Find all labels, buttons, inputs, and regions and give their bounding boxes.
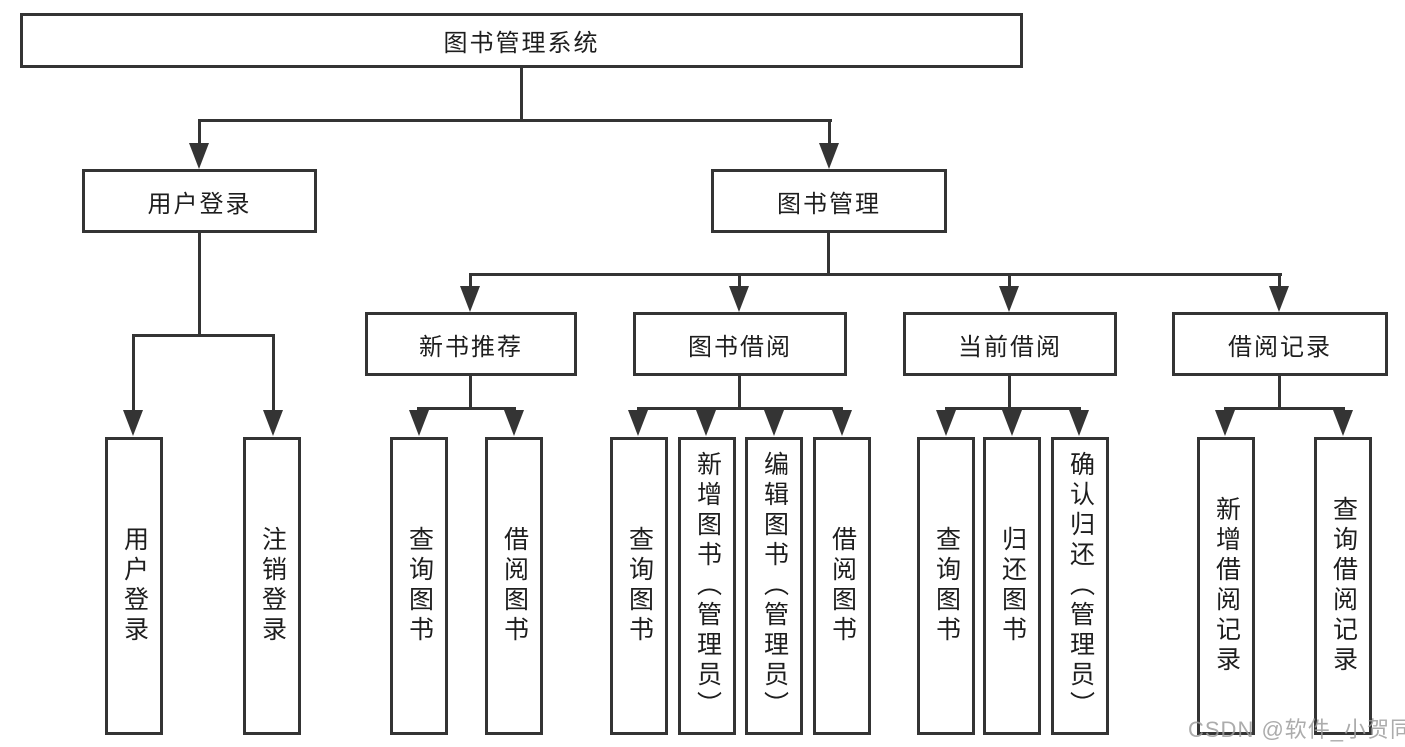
arrow-down-icon xyxy=(1002,410,1022,436)
node-label: 查询借阅记录 xyxy=(1329,496,1358,676)
connector-line xyxy=(738,374,741,409)
connector-line xyxy=(738,275,741,289)
connector-line xyxy=(1224,407,1345,410)
node-label: 借阅图书 xyxy=(828,526,857,646)
arrow-down-icon xyxy=(1269,286,1289,312)
arrow-down-icon xyxy=(504,410,524,436)
connector-line xyxy=(945,407,1081,410)
node-new-book-recommendation: 新书推荐 xyxy=(365,312,577,376)
leaf-confirm-return-admin: 确认归还（管理员） xyxy=(1051,437,1109,735)
connector-line xyxy=(828,121,831,147)
leaf-user-login: 用户登录 xyxy=(105,437,163,735)
arrow-down-icon xyxy=(123,410,143,436)
node-label: 图书管理 xyxy=(777,190,881,218)
connector-line xyxy=(637,407,843,410)
node-label: 归还图书 xyxy=(998,526,1027,646)
node-label: 借阅记录 xyxy=(1228,333,1332,361)
connector-line xyxy=(469,273,1282,276)
node-label: 借阅图书 xyxy=(500,526,529,646)
leaf-add-books-admin: 新增图书（管理员） xyxy=(678,437,736,735)
arrow-down-icon xyxy=(1333,410,1353,436)
connector-line xyxy=(132,334,275,337)
leaf-query-books: 查询图书 xyxy=(610,437,668,735)
connector-line xyxy=(1278,275,1281,289)
arrow-down-icon xyxy=(999,286,1019,312)
connector-line xyxy=(132,336,135,412)
leaf-borrow-books: 借阅图书 xyxy=(485,437,543,735)
leaf-return-books: 归还图书 xyxy=(983,437,1041,735)
arrow-down-icon xyxy=(189,143,209,169)
node-label: 用户登录 xyxy=(147,190,252,218)
connector-line xyxy=(417,407,516,410)
node-label: 查询图书 xyxy=(405,526,434,646)
arrow-down-icon xyxy=(409,410,429,436)
arrow-down-icon xyxy=(936,410,956,436)
connector-line xyxy=(198,121,201,147)
arrow-down-icon xyxy=(832,410,852,436)
leaf-add-borrow-record: 新增借阅记录 xyxy=(1197,437,1255,735)
node-current-borrowing: 当前借阅 xyxy=(903,312,1117,376)
leaf-query-books: 查询图书 xyxy=(390,437,448,735)
node-label: 查询图书 xyxy=(932,526,961,646)
node-label: 图书管理系统 xyxy=(443,30,600,57)
arrow-down-icon xyxy=(1215,410,1235,436)
node-label: 当前借阅 xyxy=(958,333,1062,361)
node-label: 查询图书 xyxy=(625,526,654,646)
arrow-down-icon xyxy=(819,143,839,169)
connector-line xyxy=(469,275,472,289)
node-book-borrowing: 图书借阅 xyxy=(633,312,847,376)
node-label: 图书借阅 xyxy=(688,333,792,361)
node-user-login: 用户登录 xyxy=(82,169,317,233)
leaf-logout: 注销登录 xyxy=(243,437,301,735)
connector-line xyxy=(469,374,472,409)
node-book-management: 图书管理 xyxy=(711,169,947,233)
arrow-down-icon xyxy=(460,286,480,312)
node-label: 新增图书（管理员） xyxy=(693,451,722,721)
arrow-down-icon xyxy=(729,286,749,312)
connector-line xyxy=(520,66,523,121)
arrow-down-icon xyxy=(764,410,784,436)
arrow-down-icon xyxy=(696,410,716,436)
connector-line xyxy=(198,231,201,336)
node-borrowing-records: 借阅记录 xyxy=(1172,312,1388,376)
leaf-borrow-books: 借阅图书 xyxy=(813,437,871,735)
connector-line xyxy=(1008,275,1011,289)
connector-line xyxy=(1278,374,1281,409)
node-root-library-management-system: 图书管理系统 xyxy=(20,13,1023,68)
connector-line xyxy=(827,231,830,275)
arrow-down-icon xyxy=(628,410,648,436)
leaf-query-books: 查询图书 xyxy=(917,437,975,735)
node-label: 用户登录 xyxy=(120,526,149,646)
leaf-query-borrow-record: 查询借阅记录 xyxy=(1314,437,1372,735)
node-label: 编辑图书（管理员） xyxy=(760,451,789,721)
arrow-down-icon xyxy=(1069,410,1089,436)
connector-line xyxy=(272,336,275,412)
leaf-edit-books-admin: 编辑图书（管理员） xyxy=(745,437,803,735)
node-label: 新增借阅记录 xyxy=(1212,496,1241,676)
arrow-down-icon xyxy=(263,410,283,436)
connector-line xyxy=(1008,374,1011,409)
node-label: 新书推荐 xyxy=(419,333,523,361)
node-label: 注销登录 xyxy=(258,526,287,646)
node-label: 确认归还（管理员） xyxy=(1066,451,1095,721)
csdn-watermark: CSDN @软件_小贺同学 xyxy=(1188,717,1405,742)
connector-line xyxy=(198,119,832,122)
